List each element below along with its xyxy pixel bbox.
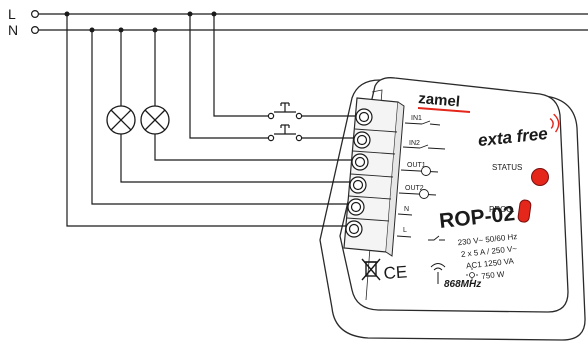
lamp-icon xyxy=(140,105,170,135)
pushbutton-icon xyxy=(267,102,303,120)
terminal-label-n: N xyxy=(404,206,409,213)
status-label: STATUS xyxy=(492,163,522,172)
status-led xyxy=(531,168,549,186)
prog-label: PROG. xyxy=(489,205,515,214)
terminal-labels: IN1 IN2 OUT1 OUT2 N L xyxy=(403,115,426,234)
supply-neutral-label: N xyxy=(8,22,18,38)
terminal-label-l: L xyxy=(403,227,407,234)
terminal-L-symbol xyxy=(31,10,40,19)
internal-schematic xyxy=(396,120,446,238)
junction-dots xyxy=(64,11,217,33)
spec-lamp: 750 W xyxy=(481,270,505,281)
terminal-label-out2: OUT2 xyxy=(405,185,424,192)
lamp-icon xyxy=(106,105,136,135)
prog-button[interactable] xyxy=(517,199,532,223)
terminal-N-symbol xyxy=(31,26,40,35)
supply-line-label: L xyxy=(8,6,16,22)
bulb-icon xyxy=(466,268,478,281)
pushbutton-icon xyxy=(267,124,303,142)
terminal-screws xyxy=(345,108,373,238)
antenna-icon xyxy=(430,263,446,284)
brand-logo: zamel xyxy=(418,90,461,111)
terminal-label-in1: IN1 xyxy=(411,115,422,122)
terminal-label-in2: IN2 xyxy=(409,140,420,147)
terminal-label-out1: OUT1 xyxy=(407,162,426,169)
frequency: 868MHz xyxy=(444,279,481,290)
branch-wires xyxy=(66,14,357,227)
weee-bin-icon xyxy=(361,258,381,281)
mains-wires xyxy=(38,13,588,31)
brand-underline xyxy=(417,107,471,113)
pushbutton-mark-icon xyxy=(428,235,445,241)
ce-mark: CE xyxy=(383,262,408,283)
